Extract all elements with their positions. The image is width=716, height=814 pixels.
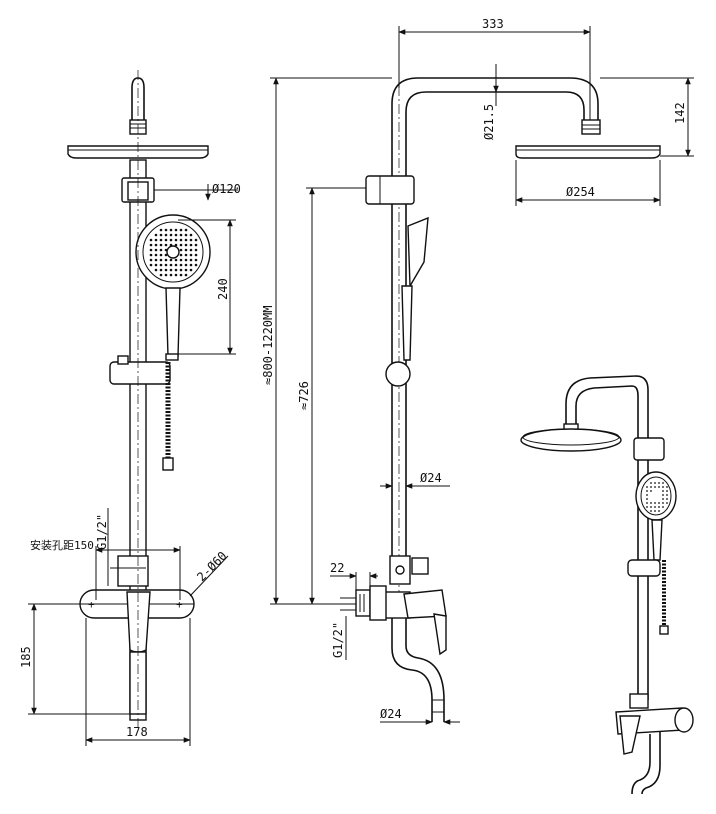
spray-nozzles — [149, 228, 198, 277]
perspective-view — [520, 375, 694, 795]
dim-head-drop: 142 — [673, 102, 687, 124]
side-shower-head — [515, 145, 661, 159]
persp-diverter — [629, 693, 649, 709]
persp-hand-shower — [635, 471, 677, 521]
dim-front-thread: G1/2" — [95, 514, 109, 550]
dim-arm-length: 333 — [482, 17, 504, 31]
side-top-holder — [365, 175, 415, 205]
side-view: 333 Ø21.5 142 Ø254 ≈800-1220MM ≈726 Ø24 — [261, 17, 694, 725]
side-spout-inner — [405, 618, 445, 722]
front-diverter — [117, 555, 149, 587]
side-head-nut — [581, 119, 601, 135]
front-slider — [109, 361, 171, 385]
dim-spout-diameter: Ø24 — [380, 707, 402, 721]
dim-front-width: 178 — [126, 725, 148, 739]
side-arm-outer — [391, 77, 599, 560]
persp-holder — [633, 437, 665, 461]
dim-hand-height: ≈726 — [297, 381, 311, 410]
side-slider-knob — [385, 361, 411, 387]
persp-arm-inner — [575, 385, 639, 700]
dim-pipe-diameter: Ø21.5 — [482, 104, 496, 140]
dim-head-width: Ø254 — [566, 185, 595, 199]
side-arm-inner — [405, 91, 585, 560]
dim-wall-distance: 22 — [330, 561, 344, 575]
persp-arm-outer — [565, 375, 649, 700]
dim-handset-length: 240 — [216, 278, 230, 300]
persp-lever — [619, 715, 641, 755]
dim-front-height: 185 — [19, 646, 33, 668]
persp-spout — [631, 734, 651, 795]
front-lever — [126, 591, 151, 653]
front-view: + + Ø120 240 G1/2" 安装孔距150 2-Ø60 185 — [19, 70, 241, 746]
side-hand-shower — [407, 216, 429, 289]
dim-hole-diameter: 2-Ø60 — [194, 549, 229, 584]
persp-slider — [627, 559, 661, 577]
svg-text:+: + — [88, 598, 95, 611]
dim-side-thread: G1/2" — [331, 622, 345, 658]
side-wall-eccentric — [355, 589, 371, 617]
svg-text:+: + — [176, 598, 183, 611]
dim-total-height: ≈800-1220MM — [261, 306, 275, 385]
dim-install-spacing: 安装孔距150 — [30, 538, 94, 552]
dim-head-diameter: Ø120 — [212, 182, 241, 196]
front-hand-shower-handle — [165, 287, 181, 357]
persp-shower-head — [520, 428, 622, 452]
side-spout-outer — [391, 618, 433, 722]
dim-bar-diameter: Ø24 — [420, 471, 442, 485]
side-lever — [433, 613, 447, 656]
